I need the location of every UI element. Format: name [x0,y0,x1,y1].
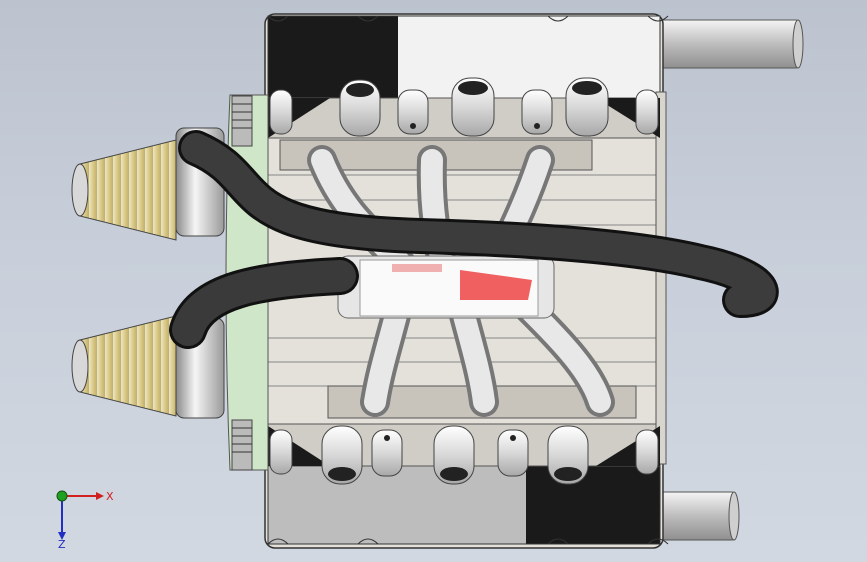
axis-triad: X Z [56,490,114,548]
air-filter-bottom [71,315,177,417]
intake-plenum [337,255,555,319]
air-filter-top [71,139,177,241]
exhaust-pipe-bottom [639,491,740,541]
coolant-hose-short [169,257,359,349]
coolant-hose-long [178,130,779,318]
exhaust-pipe-top [639,19,804,69]
cylinder-head-top [269,77,659,137]
y-axis-dot [56,490,68,502]
x-axis-label: X [106,490,114,503]
cylinder-head-bottom [269,425,659,485]
z-axis-label: Z [58,538,66,548]
